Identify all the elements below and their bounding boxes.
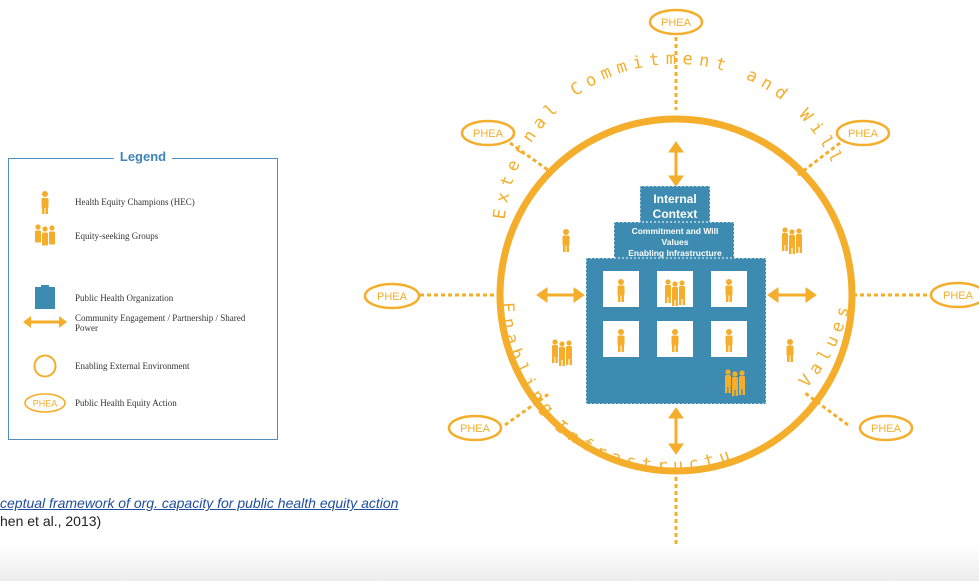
legend-box: Legend Health Equity Champions (HEC) Equ… bbox=[8, 149, 278, 440]
svg-text:PHEA: PHEA bbox=[473, 128, 504, 140]
group-outside-bottom-left bbox=[552, 339, 572, 366]
arrow-left bbox=[536, 287, 585, 303]
internal-line-values: Values bbox=[662, 237, 689, 247]
spokes bbox=[420, 30, 930, 548]
phea-oval-right: PHEA bbox=[929, 281, 979, 309]
person-icon bbox=[41, 191, 49, 214]
internal-line-commitment: Commitment and Will bbox=[632, 226, 719, 236]
legend-item-groups: Equity-seeking Groups bbox=[9, 223, 277, 249]
hec-outside-bottom-right bbox=[786, 339, 794, 362]
caption: ceptual framework of org. capacity for p… bbox=[0, 494, 398, 530]
internal-title-line1: Internal bbox=[653, 192, 696, 206]
building-icon bbox=[35, 285, 55, 309]
ring-text-left: Enabling bbox=[497, 302, 562, 424]
svg-text:PHEA: PHEA bbox=[377, 291, 408, 303]
phea-oval-top-right: PHEA bbox=[835, 119, 891, 147]
environment-ring bbox=[496, 115, 856, 475]
svg-text:PHEA: PHEA bbox=[848, 128, 879, 140]
phea-oval-bottom-right: PHEA bbox=[858, 414, 914, 442]
legend-item-phea: PHEA Public Health Equity Action bbox=[9, 390, 277, 416]
double-arrow-icon bbox=[23, 316, 67, 328]
legend-item-org: Public Health Organization bbox=[9, 285, 277, 311]
legend-title: Legend bbox=[113, 149, 173, 164]
legend-phea-text: PHEA bbox=[33, 399, 58, 409]
circle-icon bbox=[33, 354, 57, 378]
caption-title-link[interactable]: ceptual framework of org. capacity for p… bbox=[0, 495, 399, 511]
phea-oval-icon: PHEA bbox=[24, 393, 66, 413]
bottom-band bbox=[0, 545, 979, 581]
arrow-right bbox=[767, 287, 817, 303]
svg-text:PHEA: PHEA bbox=[943, 290, 974, 302]
public-health-organization: Internal Context Commitment and Will Val… bbox=[585, 185, 767, 405]
group-icon bbox=[35, 224, 55, 246]
legend-label-phea: Public Health Equity Action bbox=[75, 398, 177, 408]
internal-title-line2: Context bbox=[653, 207, 698, 221]
legend-label-environment: Enabling External Environment bbox=[75, 361, 190, 371]
phea-oval-top: PHEA bbox=[648, 8, 704, 36]
svg-text:PHEA: PHEA bbox=[871, 423, 902, 435]
phea-oval-top-left: PHEA bbox=[460, 119, 516, 147]
svg-text:PHEA: PHEA bbox=[460, 423, 491, 435]
legend-label-org: Public Health Organization bbox=[75, 293, 174, 303]
phea-oval-bottom-left: PHEA bbox=[447, 414, 503, 442]
legend-item-hec: Health Equity Champions (HEC) bbox=[9, 189, 277, 215]
caption-citation: hen et al., 2013) bbox=[0, 513, 102, 529]
svg-text:PHEA: PHEA bbox=[661, 17, 692, 29]
internal-line-infrastructure: Enabling Infrastructure bbox=[628, 248, 722, 258]
legend-item-engagement: Community Engagement / Partnership / Sha… bbox=[9, 309, 277, 335]
engagement-arrows bbox=[536, 141, 817, 455]
legend-label-hec: Health Equity Champions (HEC) bbox=[75, 197, 195, 207]
phea-oval-left: PHEA bbox=[363, 282, 421, 310]
phea-ovals: PHEA PHEA PHEA PHEA PHEA PHEA PHEA PHEA bbox=[363, 8, 979, 580]
legend-item-environment: Enabling External Environment bbox=[9, 353, 277, 379]
arrow-bottom bbox=[668, 407, 684, 455]
group-outside-top-right bbox=[782, 227, 802, 254]
legend-label-engagement: Community Engagement / Partnership / Sha… bbox=[75, 313, 246, 333]
arrow-top bbox=[668, 141, 684, 187]
hec-outside-top-left bbox=[562, 229, 570, 252]
legend-label-groups: Equity-seeking Groups bbox=[75, 231, 159, 241]
